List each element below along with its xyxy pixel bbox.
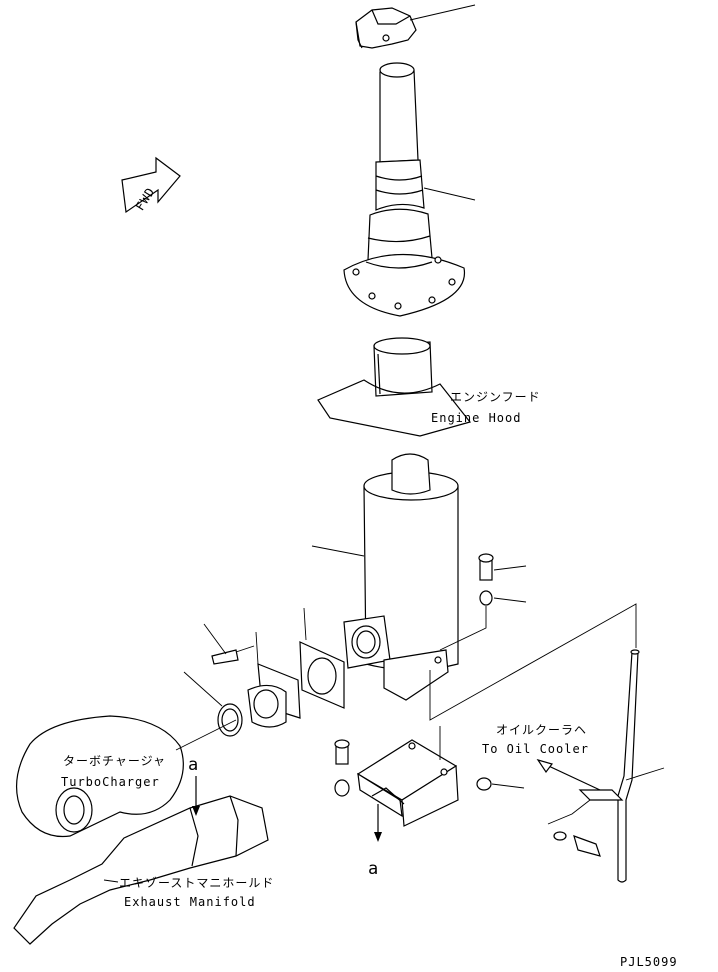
- arrow-a-top: a: [188, 755, 200, 816]
- arrow-a-bottom: a: [368, 804, 382, 879]
- oil-cooler-jp-label: オイルクーラヘ: [496, 723, 587, 737]
- muffler-part: [311, 453, 459, 701]
- bracket-part: [334, 726, 525, 827]
- flange-part: [183, 607, 345, 737]
- turbocharger-part: ターボチャージャ TurboCharger: [16, 715, 237, 838]
- drawing-code: PJL5099: [620, 955, 678, 969]
- arrow-a-top-label: a: [188, 755, 198, 775]
- muffler-bolt-part: [439, 553, 527, 651]
- fwd-arrow-icon: FWD: [121, 156, 181, 213]
- exhaust-manifold-part: エキゾーストマニホールド Exhaust Manifold: [13, 795, 274, 945]
- engine-hood-jp-label: エンジンフード: [450, 390, 541, 404]
- manifold-en-label: Exhaust Manifold: [124, 895, 256, 909]
- engine-hood-boot-part: エンジンフード Engine Hood: [317, 337, 541, 437]
- turbo-jp-label: ターボチャージャ: [63, 754, 166, 768]
- oil-cooler-pipe-part: オイルクーラヘ To Oil Cooler: [482, 649, 665, 883]
- exhaust-pipe-part: [343, 62, 476, 317]
- turbo-en-label: TurboCharger: [61, 775, 160, 789]
- arrow-a-bottom-label: a: [368, 859, 378, 879]
- rain-cap-part: [355, 4, 476, 49]
- pipe-leader-lines: [429, 603, 637, 721]
- manifold-jp-label: エキゾーストマニホールド: [119, 876, 274, 890]
- oil-cooler-en-label: To Oil Cooler: [482, 742, 589, 756]
- engine-hood-en-label: Engine Hood: [431, 411, 521, 425]
